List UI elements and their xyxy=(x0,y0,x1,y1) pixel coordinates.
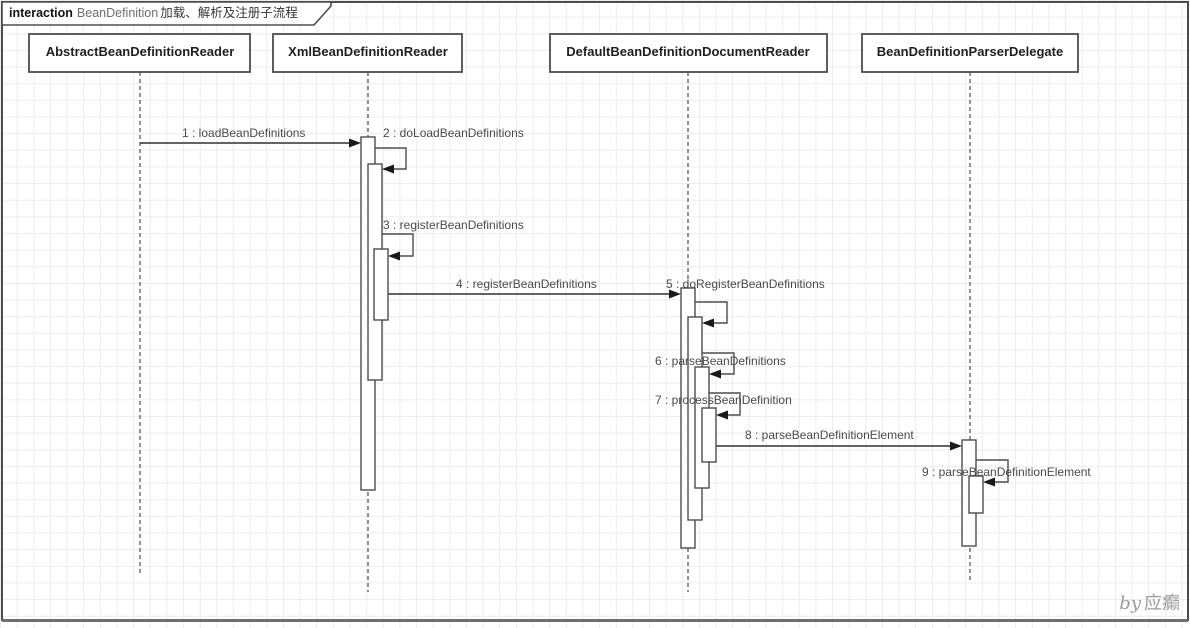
message-label: 9 : parseBeanDefinitionElement xyxy=(922,465,1091,479)
self-message-arrow xyxy=(709,392,741,416)
arrowhead-icon xyxy=(669,289,681,299)
frame-title-cjk: 加载、解析及注册子流程 xyxy=(160,6,298,20)
activation-bar xyxy=(701,407,717,463)
message-label: 3 : registerBeanDefinitions xyxy=(383,218,524,232)
activation-bar xyxy=(968,475,984,514)
self-message-arrow xyxy=(695,301,728,324)
activation-bar xyxy=(373,248,389,321)
participant-label: AbstractBeanDefinitionReader xyxy=(46,44,235,59)
message-label: 1 : loadBeanDefinitions xyxy=(182,126,305,140)
message-label: 4 : registerBeanDefinitions xyxy=(456,277,597,291)
message-label: 2 : doLoadBeanDefinitions xyxy=(383,126,524,140)
arrowhead-icon xyxy=(702,318,714,328)
arrowhead-icon xyxy=(349,138,361,148)
participant-box xyxy=(272,33,463,73)
message-label: 8 : parseBeanDefinitionElement xyxy=(745,428,914,442)
arrowhead-icon xyxy=(382,164,394,174)
message-label: 7 : processBeanDefinition xyxy=(655,393,792,407)
arrowhead-icon xyxy=(716,410,728,420)
arrowhead-icon xyxy=(950,441,962,451)
watermark-name: 应癫 xyxy=(1144,593,1180,614)
participant-box xyxy=(549,33,828,73)
self-message-arrow xyxy=(382,233,414,257)
arrowhead-icon xyxy=(388,251,400,261)
interaction-keyword: interaction xyxy=(9,6,73,20)
participant-box xyxy=(861,33,1079,73)
self-message-arrow xyxy=(375,147,407,170)
arrowhead-icon xyxy=(709,369,721,379)
participant-label: BeanDefinitionParserDelegate xyxy=(877,44,1063,59)
self-message-arrow xyxy=(976,459,1009,483)
message-label: 6 : parseBeanDefinitions xyxy=(655,354,786,368)
message-label: 5 : doRegisterBeanDefinitions xyxy=(666,277,825,291)
self-message-arrow xyxy=(702,352,735,375)
participant-label: XmlBeanDefinitionReader xyxy=(288,44,448,59)
participant-box xyxy=(28,33,251,73)
watermark-by: by xyxy=(1119,593,1141,614)
arrowhead-icon xyxy=(983,477,995,487)
frame-title-latin: BeanDefinition xyxy=(76,6,159,20)
frame-title-tab xyxy=(1,1,332,26)
participant-label: DefaultBeanDefinitionDocumentReader xyxy=(566,44,809,59)
